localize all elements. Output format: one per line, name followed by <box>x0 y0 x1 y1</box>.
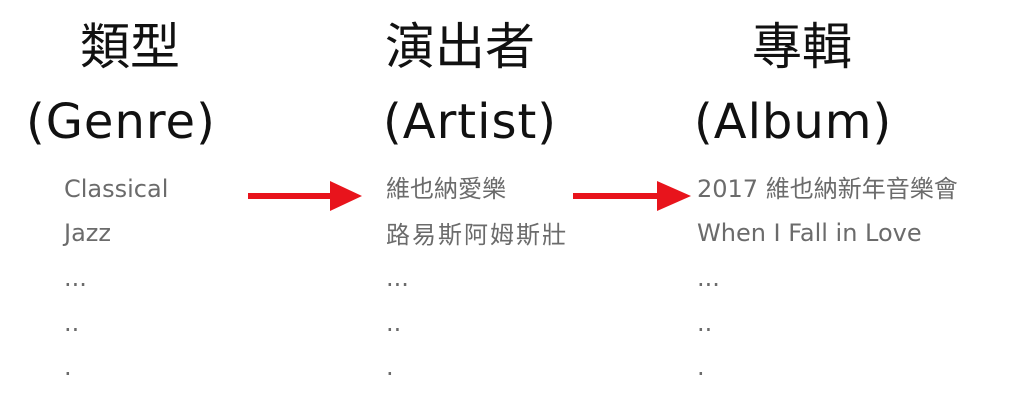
list-item: . <box>64 353 72 381</box>
artist-title-en: (Artist) <box>383 94 558 150</box>
list-item: .. <box>697 309 713 337</box>
artist-title-zh: 演出者 <box>385 18 535 76</box>
arrow-right-icon <box>573 181 691 211</box>
list-item: .. <box>64 309 80 337</box>
list-item: 2017 維也納新年音樂會 <box>697 175 958 203</box>
list-item: Jazz <box>64 219 111 247</box>
list-item: ... <box>64 264 87 292</box>
arrow-right-icon <box>248 181 362 211</box>
list-item: ... <box>386 264 409 292</box>
album-title-zh: 專輯 <box>752 18 852 76</box>
list-item: .. <box>386 309 402 337</box>
album-title-en: (Album) <box>694 94 893 150</box>
list-item: . <box>386 353 394 381</box>
genre-title-zh: 類型 <box>80 18 180 76</box>
list-item: Classical <box>64 175 169 203</box>
list-item: . <box>697 353 705 381</box>
list-item: ... <box>697 264 720 292</box>
list-item: When I Fall in Love <box>697 219 922 247</box>
genre-title-en: (Genre) <box>26 94 216 150</box>
list-item: 維也納愛樂 <box>386 175 506 203</box>
list-item: 路易斯阿姆斯壯 <box>386 221 568 249</box>
